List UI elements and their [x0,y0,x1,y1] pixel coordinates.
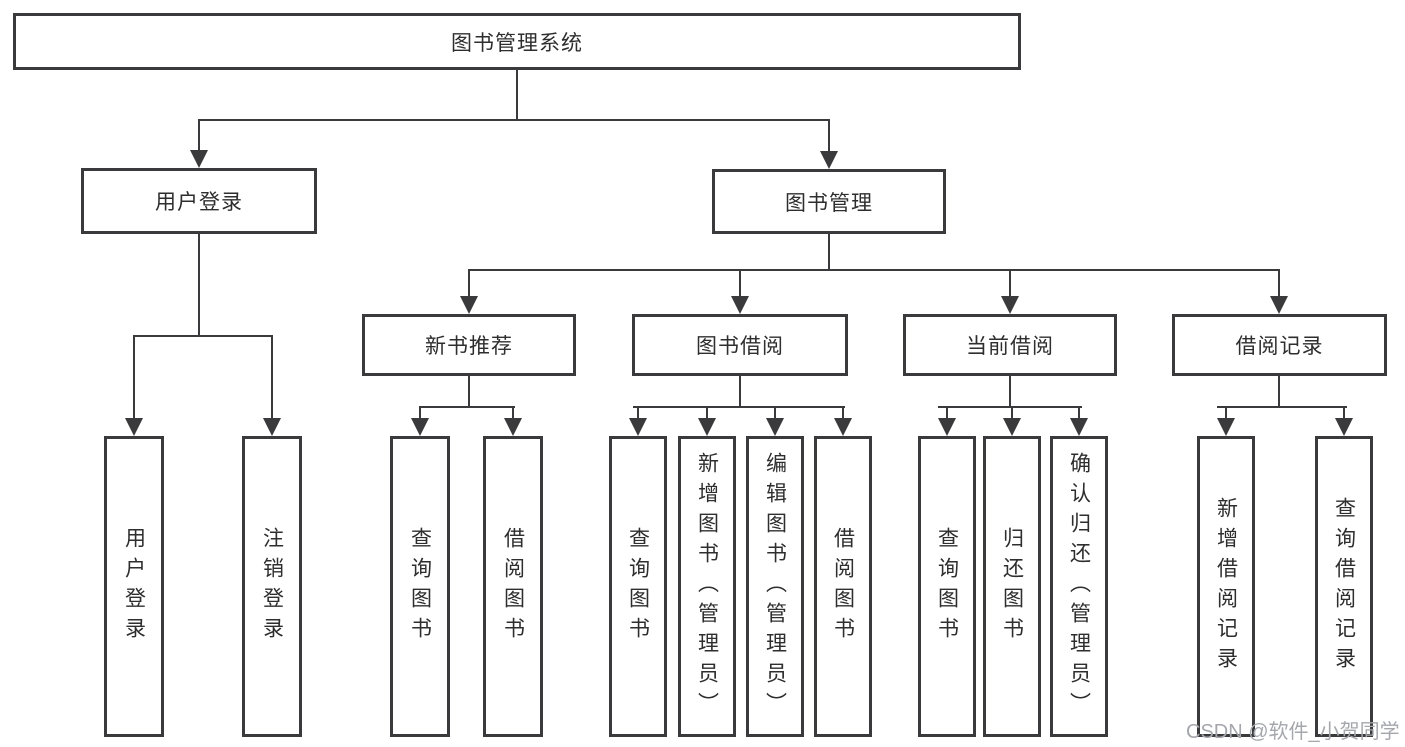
arrow-down-icon [1001,296,1019,314]
leaf-borrow-edit-book-label: 编辑图书（管理员） [763,451,787,722]
leaf-newbooks-query: 查询图书 [390,436,450,737]
connector-line [938,406,1082,408]
arrow-down-icon [1070,418,1088,436]
connector-line [1278,376,1280,408]
leaf-borrow-query-label: 查询图书 [626,526,650,647]
arrow-down-icon [504,418,522,436]
connector-line [198,119,200,151]
node-library-system: 图书管理系统 [13,13,1021,70]
connector-line [1009,269,1011,297]
connector-line [633,406,845,408]
node-borrow-records-label: 借阅记录 [1235,335,1324,358]
arrow-down-icon [731,296,749,314]
arrow-down-icon [938,418,956,436]
arrow-down-icon [1217,418,1235,436]
connector-line [946,406,948,420]
node-book-management: 图书管理 [712,169,946,234]
leaf-borrow-add-book: 新增图书（管理员） [678,436,736,737]
connector-line [739,376,741,408]
arrow-down-icon [834,418,852,436]
connector-line [468,269,470,297]
arrow-down-icon [1335,418,1353,436]
arrow-down-icon [766,418,784,436]
arrow-down-icon [190,150,208,168]
leaf-current-return: 归还图书 [983,436,1041,737]
connector-line [468,269,1280,271]
connector-line [1011,406,1013,420]
connector-line [828,233,830,271]
node-library-system-label: 图书管理系统 [451,31,583,55]
connector-line [516,70,518,120]
csdn-watermark: CSDN @软件_小贺同学 [1186,721,1400,743]
connector-line [828,119,830,152]
node-new-book-recommend-label: 新书推荐 [425,335,513,358]
connector-line [198,233,200,336]
leaf-newbooks-query-label: 查询图书 [408,526,432,647]
connector-line [419,406,421,420]
leaf-borrow-borrow-book: 借阅图书 [814,436,872,737]
leaf-current-query: 查询图书 [918,436,976,737]
node-book-borrow-label: 图书借阅 [696,335,784,358]
node-book-management-label: 图书管理 [785,191,873,215]
arrow-down-icon [460,296,478,314]
connector-line [419,406,515,408]
leaf-borrow-query: 查询图书 [609,436,667,737]
leaf-records-add: 新增借阅记录 [1197,436,1255,737]
arrow-down-icon [629,418,647,436]
connector-line [1009,376,1011,408]
leaf-borrow-borrow-book-label: 借阅图书 [831,526,855,647]
arrow-down-icon [820,151,838,169]
connector-line [637,406,639,420]
connector-line [706,406,708,420]
leaf-logout: 注销登录 [242,436,302,737]
connector-line [133,335,135,419]
node-user-login-label: 用户登录 [155,191,243,214]
connector-line [739,269,741,297]
connector-line [774,406,776,420]
node-new-book-recommend: 新书推荐 [362,314,576,376]
connector-line [133,335,273,337]
leaf-records-query-label: 查询借阅记录 [1332,496,1356,677]
connector-line [468,376,470,408]
leaf-records-add-label: 新增借阅记录 [1214,496,1238,677]
connector-line [1078,406,1080,420]
leaf-current-confirm-return: 确认归还（管理员） [1050,436,1108,737]
arrow-down-icon [698,418,716,436]
leaf-newbooks-borrow: 借阅图书 [483,436,543,737]
leaf-records-query: 查询借阅记录 [1315,436,1373,737]
leaf-current-return-label: 归还图书 [1000,526,1024,647]
node-current-borrow: 当前借阅 [903,314,1117,376]
leaf-current-confirm-return-label: 确认归还（管理员） [1067,451,1091,722]
node-current-borrow-label: 当前借阅 [966,335,1054,358]
arrow-down-icon [125,418,143,436]
leaf-current-query-label: 查询图书 [935,526,959,647]
connector-line [271,335,273,419]
node-book-borrow: 图书借阅 [632,314,848,376]
leaf-borrow-add-book-label: 新增图书（管理员） [695,451,719,722]
node-borrow-records: 借阅记录 [1172,314,1387,376]
leaf-newbooks-borrow-label: 借阅图书 [501,526,525,647]
connector-line [1343,406,1345,420]
connector-line [1225,406,1227,420]
connector-line [842,406,844,420]
leaf-logout-label: 注销登录 [260,526,284,647]
connector-line [512,406,514,420]
leaf-user-login-label: 用户登录 [122,526,146,647]
arrow-down-icon [411,418,429,436]
leaf-borrow-edit-book: 编辑图书（管理员） [746,436,804,737]
arrow-down-icon [1270,296,1288,314]
arrow-down-icon [263,418,281,436]
connector-line [1278,269,1280,297]
node-user-login: 用户登录 [81,168,317,234]
connector-line [1217,406,1347,408]
leaf-user-login: 用户登录 [104,436,164,737]
connector-line [198,119,830,121]
arrow-down-icon [1003,418,1021,436]
